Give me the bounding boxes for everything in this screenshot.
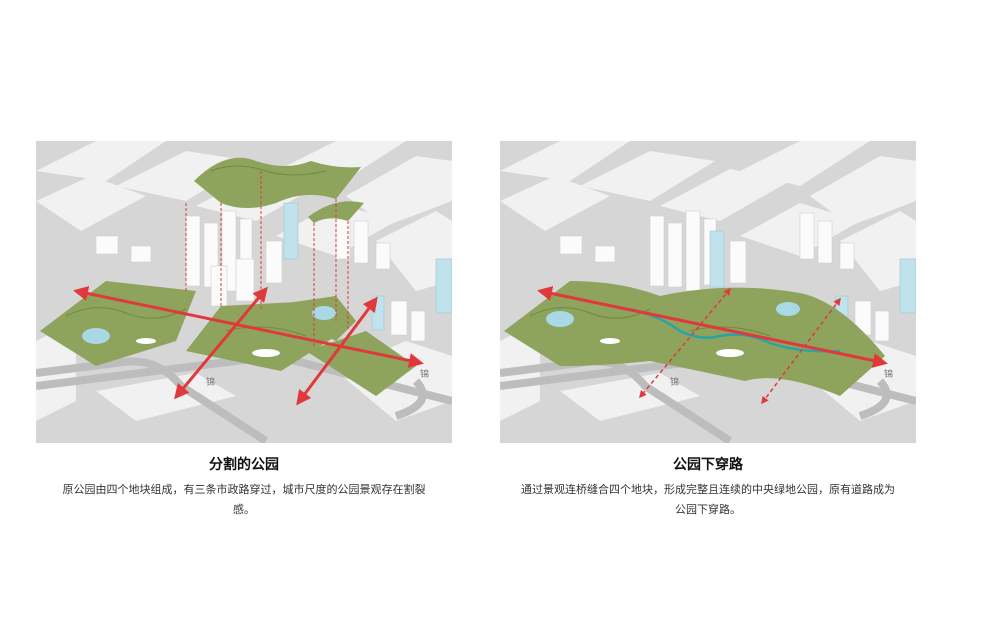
underpass-arrows [639,287,841,405]
panel-title: 公园下穿路 [673,457,743,473]
road-arrows [73,286,424,406]
panel-title: 分割的公园 [209,457,279,473]
panel-divided-park: 锦 锦 分割的公园 原公园由四个地块组成，有三条市政路穿过，城市尺度的公园景观存… [36,141,452,520]
road-label: 锦 [206,376,215,388]
floating-park-pieces [194,157,364,223]
road-label: 锦 [420,368,429,380]
road-label: 锦 [884,368,893,380]
panel-description: 通过景观连桥缝合四个地块，形成完整且连续的中央绿地公园，原有道路成为公园下穿路。 [521,483,895,516]
panel-description: 原公园由四个地块组成，有三条市政路穿过，城市尺度的公园景观存在割裂感。 [62,483,426,516]
panel-underpass-park: 锦 锦 公园下穿路 通过景观连桥缝合四个地块，形成完整且连续的中央绿地公园，原有… [500,141,916,520]
divided-park-diagram: 锦 锦 [36,141,452,443]
road-label: 锦 [670,376,679,388]
underpass-park-diagram: 锦 锦 [500,141,916,443]
